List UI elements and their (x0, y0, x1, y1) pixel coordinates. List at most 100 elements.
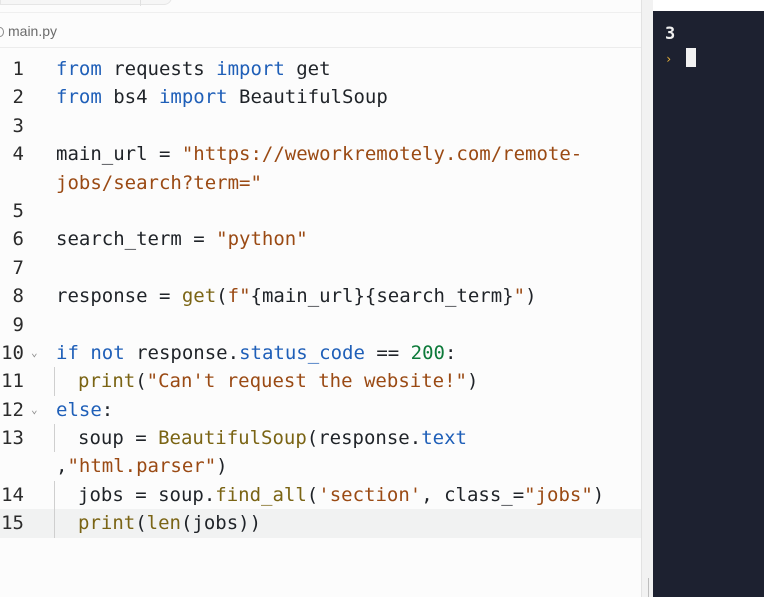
code-text[interactable]: jobs = soup.find_all('section', class_="… (78, 481, 604, 509)
tab-divider (140, 0, 141, 6)
code-line[interactable]: 15 print(len(jobs)) (0, 509, 641, 538)
code-token: print (78, 370, 136, 393)
code-text[interactable]: print("Can't request the website!") (78, 367, 478, 395)
line-number: 15 (1, 512, 24, 535)
code-token: if (56, 341, 79, 364)
file-status-icon (0, 27, 4, 37)
code-token: 200 (410, 341, 445, 364)
code-token: , (56, 455, 68, 478)
console-cursor[interactable] (686, 48, 696, 67)
code-line[interactable]: 9 (0, 311, 641, 339)
code-token: (response. (306, 427, 422, 450)
code-token: , class_= (421, 483, 525, 506)
code-token: : (101, 398, 114, 421)
code-line[interactable]: 14 jobs = soup.find_all('section', class_… (0, 480, 641, 510)
code-token: "https://weworkremotely.com/remote- (181, 143, 583, 166)
code-token: response. (124, 341, 240, 364)
code-line[interactable]: 6 search_term = "python" (0, 225, 641, 253)
code-token: find_all (215, 483, 307, 506)
code-token: ) (592, 483, 605, 506)
code-token: text (421, 427, 467, 450)
code-line[interactable]: 13 soup = BeautifulSoup(response.text (0, 424, 641, 453)
code-text[interactable]: response = get(f"{main_url}{search_term}… (56, 282, 537, 310)
line-number: 8 (12, 285, 24, 308)
code-token: len (146, 512, 181, 535)
code-text[interactable]: main_url = "https://weworkremotely.com/r… (56, 140, 582, 168)
code-line[interactable]: 7 (0, 254, 641, 282)
code-line[interactable]: ,"html.parser") (0, 452, 641, 480)
code-text[interactable]: ,"html.parser") (56, 452, 228, 480)
code-token: ( (135, 370, 147, 393)
indent-guide (54, 424, 55, 453)
code-token: ( (135, 512, 147, 535)
code-token: not (90, 341, 125, 364)
code-token: (jobs)) (180, 512, 262, 535)
code-token: jobs = soup. (78, 483, 216, 506)
line-number: 3 (12, 114, 24, 137)
code-text[interactable]: print(len(jobs)) (78, 509, 261, 537)
code-text[interactable]: from bs4 import BeautifulSoup (56, 83, 388, 111)
code-token: main_url = (56, 143, 182, 166)
code-token: import (216, 58, 285, 80)
file-header: main.py (0, 13, 641, 48)
code-text[interactable]: else: (56, 396, 113, 424)
code-token: BeautifulSoup (227, 86, 388, 109)
code-text[interactable]: search_term = "python" (56, 225, 308, 253)
code-token: jobs/search?term=" (56, 171, 262, 194)
code-token: from (56, 58, 102, 80)
line-number: 4 (12, 143, 24, 166)
code-text[interactable]: from requests import get (56, 55, 331, 83)
code-line[interactable]: 3 (0, 112, 641, 140)
indent-guide (54, 367, 55, 396)
code-line[interactable]: 11 print("Can't request the website!") (0, 367, 641, 396)
code-line[interactable]: jobs/search?term=" (0, 169, 641, 197)
file-name[interactable]: main.py (8, 23, 58, 39)
code-line[interactable]: 2 from bs4 import BeautifulSoup (0, 83, 641, 111)
line-number: 11 (1, 370, 24, 393)
code-line[interactable]: 10 ⌄ if not response.status_code == 200: (0, 339, 641, 367)
code-token: ) (525, 285, 537, 308)
tab-strip (0, 0, 641, 13)
indent-guide (54, 480, 55, 510)
code-text[interactable]: if not response.status_code == 200: (56, 339, 456, 367)
console-pane[interactable]: 3 › (653, 0, 764, 597)
code-text[interactable]: soup = BeautifulSoup(response.text (78, 424, 467, 452)
code-token: : (445, 341, 457, 364)
line-number: 9 (12, 313, 24, 336)
pane-resize-handle[interactable] (641, 0, 654, 597)
line-number: 10 (1, 341, 24, 364)
code-token: response = (56, 285, 182, 308)
code-editor[interactable]: main.py 1 from requests import get 2 from b… (0, 0, 641, 597)
line-number: 14 (1, 483, 24, 506)
tab-stub[interactable] (0, 0, 172, 5)
code-line[interactable]: 5 (0, 197, 641, 225)
line-number: 13 (1, 427, 24, 450)
prompt-chevron-icon: › (665, 52, 673, 66)
code-line[interactable]: 1 from requests import get (0, 55, 641, 83)
line-number: 2 (12, 86, 24, 109)
code-token: get (284, 58, 331, 80)
code-token: import (158, 86, 228, 109)
code-token: "html.parser" (67, 455, 217, 478)
code-token: soup = (78, 427, 159, 450)
line-number: 1 (12, 58, 24, 80)
fold-chevron-icon[interactable]: ⌄ (31, 402, 38, 416)
indent-guide (54, 509, 55, 538)
code-token: " (513, 285, 526, 308)
code-token: "jobs" (524, 483, 593, 506)
line-number: 12 (1, 398, 24, 421)
code-lines[interactable]: 1 from requests import get 2 from bs4 impor… (0, 55, 641, 538)
line-number: 6 (12, 228, 24, 251)
resize-grip[interactable] (648, 578, 649, 597)
line-number: 5 (12, 199, 24, 222)
code-token: 'section' (318, 483, 422, 506)
code-token: ( (216, 285, 228, 308)
console-top-edge (653, 0, 764, 11)
code-line[interactable]: 8 response = get(f"{main_url}{search_term… (0, 282, 641, 310)
code-token: status_code (239, 341, 365, 364)
fold-chevron-icon[interactable]: ⌄ (31, 345, 38, 359)
code-text[interactable]: jobs/search?term=" (56, 169, 262, 197)
code-line[interactable]: 12 ⌄ else: (0, 396, 641, 424)
code-token: search_term = (56, 228, 217, 251)
code-line[interactable]: 4 main_url = "https://weworkremotely.com/… (0, 140, 641, 168)
